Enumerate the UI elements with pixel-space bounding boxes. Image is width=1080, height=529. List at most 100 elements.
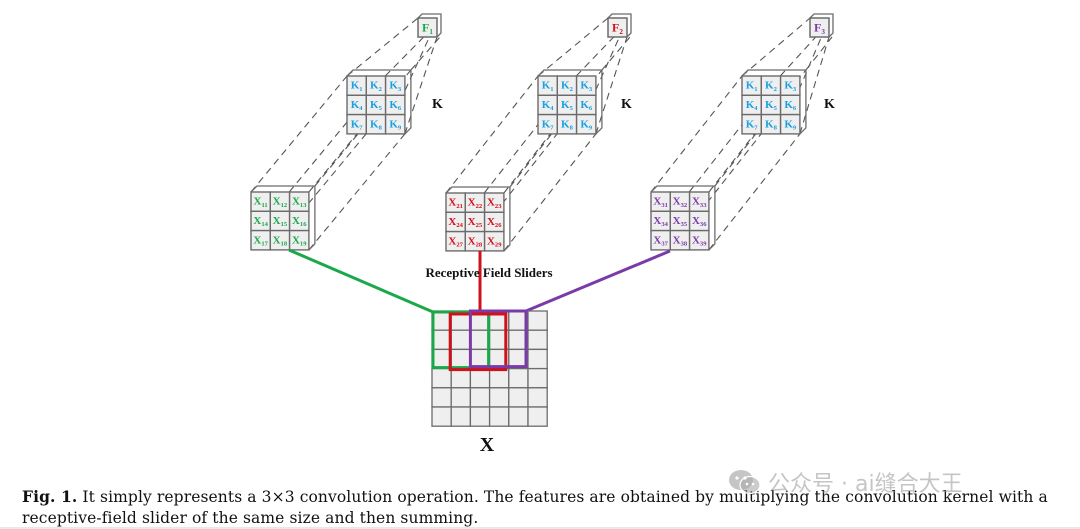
projection-line [250,75,348,193]
grid-cell-box [288,229,310,251]
receptive-field-cell: X12 [269,191,291,212]
input-cell [508,406,529,427]
grid-cell-label: K9 [389,118,402,131]
grid-cell-label: X21 [448,197,463,210]
grid-cell-label: K4 [746,99,759,112]
projection-line [601,36,631,71]
input-cell [527,387,548,408]
input-cell [431,329,452,351]
grid-cell-label: K3 [580,80,593,93]
kernel-cell: K6 [779,94,801,116]
input-cell [527,406,548,427]
grid-cell-label: K6 [389,99,402,112]
grid-cell-label: X28 [468,235,483,248]
receptive-field-cell: X36 [688,210,710,232]
slider-window-1 [431,310,491,370]
input-cell [488,406,510,427]
figure-caption: Fig. 1. It simply represents a 3×3 convo… [22,486,1078,529]
wechat-icon [728,469,762,495]
projection-line [575,36,615,77]
grid-cell-box [688,229,710,251]
receptive-field-cell: X29 [483,230,505,252]
kernel-cell: K6 [575,94,597,116]
projection-line [410,36,441,71]
input-matrix-label: X [480,434,495,456]
input-cell [488,387,510,408]
kernel-cell: K4 [537,94,558,116]
receptive-field-cell: X19 [288,229,310,251]
feature-output-3: F3 [809,13,834,38]
grid-cell-label: X37 [653,234,668,247]
caption-text: It simply represents a 3×3 convolution o… [22,488,1048,527]
projection-line [779,36,817,77]
grid-cell-label: X15 [273,215,288,228]
projection-line [445,75,539,194]
connector-lines [288,248,671,314]
feature-label: F1 [422,21,433,36]
receptive-field-cell: X31 [650,191,671,212]
kernel-cell: K5 [365,94,387,116]
grid-cell-label: X11 [254,196,268,209]
input-cell [527,367,548,389]
grid-cell-label: X14 [253,215,268,228]
grid-cell-label: X22 [468,197,483,210]
receptive-field-cell: X38 [669,229,691,251]
feature-depth-edge [417,13,442,38]
grid-cell-label: K5 [561,99,574,112]
grid-cell-box [384,113,406,135]
receptive-field-cell: X13 [288,191,310,212]
receptive-field-sliders-label: Receptive Field Sliders [425,265,552,280]
receptive-field-cell: X33 [688,191,710,212]
receptive-field-cell: X14 [250,210,271,232]
grid-cell-label: K5 [765,99,778,112]
kernel-cell: K8 [556,113,578,135]
grid-cell-label: X36 [692,215,707,228]
grid-cell-label: K2 [561,80,574,93]
kernel-cell: K1 [741,75,762,96]
projection-line [537,17,609,77]
grid-cell-label: X12 [273,196,288,209]
grid-cell-label: X13 [292,196,307,209]
input-cell [450,387,472,408]
grid-cell-label: K8 [370,118,383,131]
kernel-cell: K3 [779,75,801,96]
feature-depth-edge [809,13,834,38]
input-cell [469,387,491,408]
page-divider [0,527,1080,529]
input-cell [527,348,548,370]
grid-cell-label: X33 [692,196,707,209]
grid-cell-label: K8 [765,118,778,131]
kernel-cell: K6 [384,94,406,116]
kernel-cell: K9 [384,113,406,135]
grid-cell-label: X32 [673,196,688,209]
grid-cell-label: K5 [370,99,383,112]
grid-cell-label: K2 [370,80,383,93]
feature-output-2: F2 [607,13,632,38]
grid-cell-label: X38 [673,234,688,247]
input-cell [431,406,452,427]
kernel-cell: K7 [741,113,762,135]
grid-cell-label: K3 [784,80,797,93]
kernel-label: K [621,97,632,112]
connector-line-3 [525,249,671,313]
grid-cell-label: K7 [351,118,364,131]
input-cell [431,310,452,331]
input-cell [431,387,452,408]
grid-cell-label: X25 [468,216,483,229]
grid-depth-edge [537,69,603,135]
receptive-field-cell: X24 [445,211,466,233]
projection-line [708,133,801,251]
receptive-field-cell: X39 [688,229,710,251]
grid-cell-label: X29 [487,235,502,248]
projection-line [346,17,419,77]
grid-cell-box [779,113,801,135]
kernel-cell: K4 [741,94,762,116]
projection-line [404,36,438,135]
